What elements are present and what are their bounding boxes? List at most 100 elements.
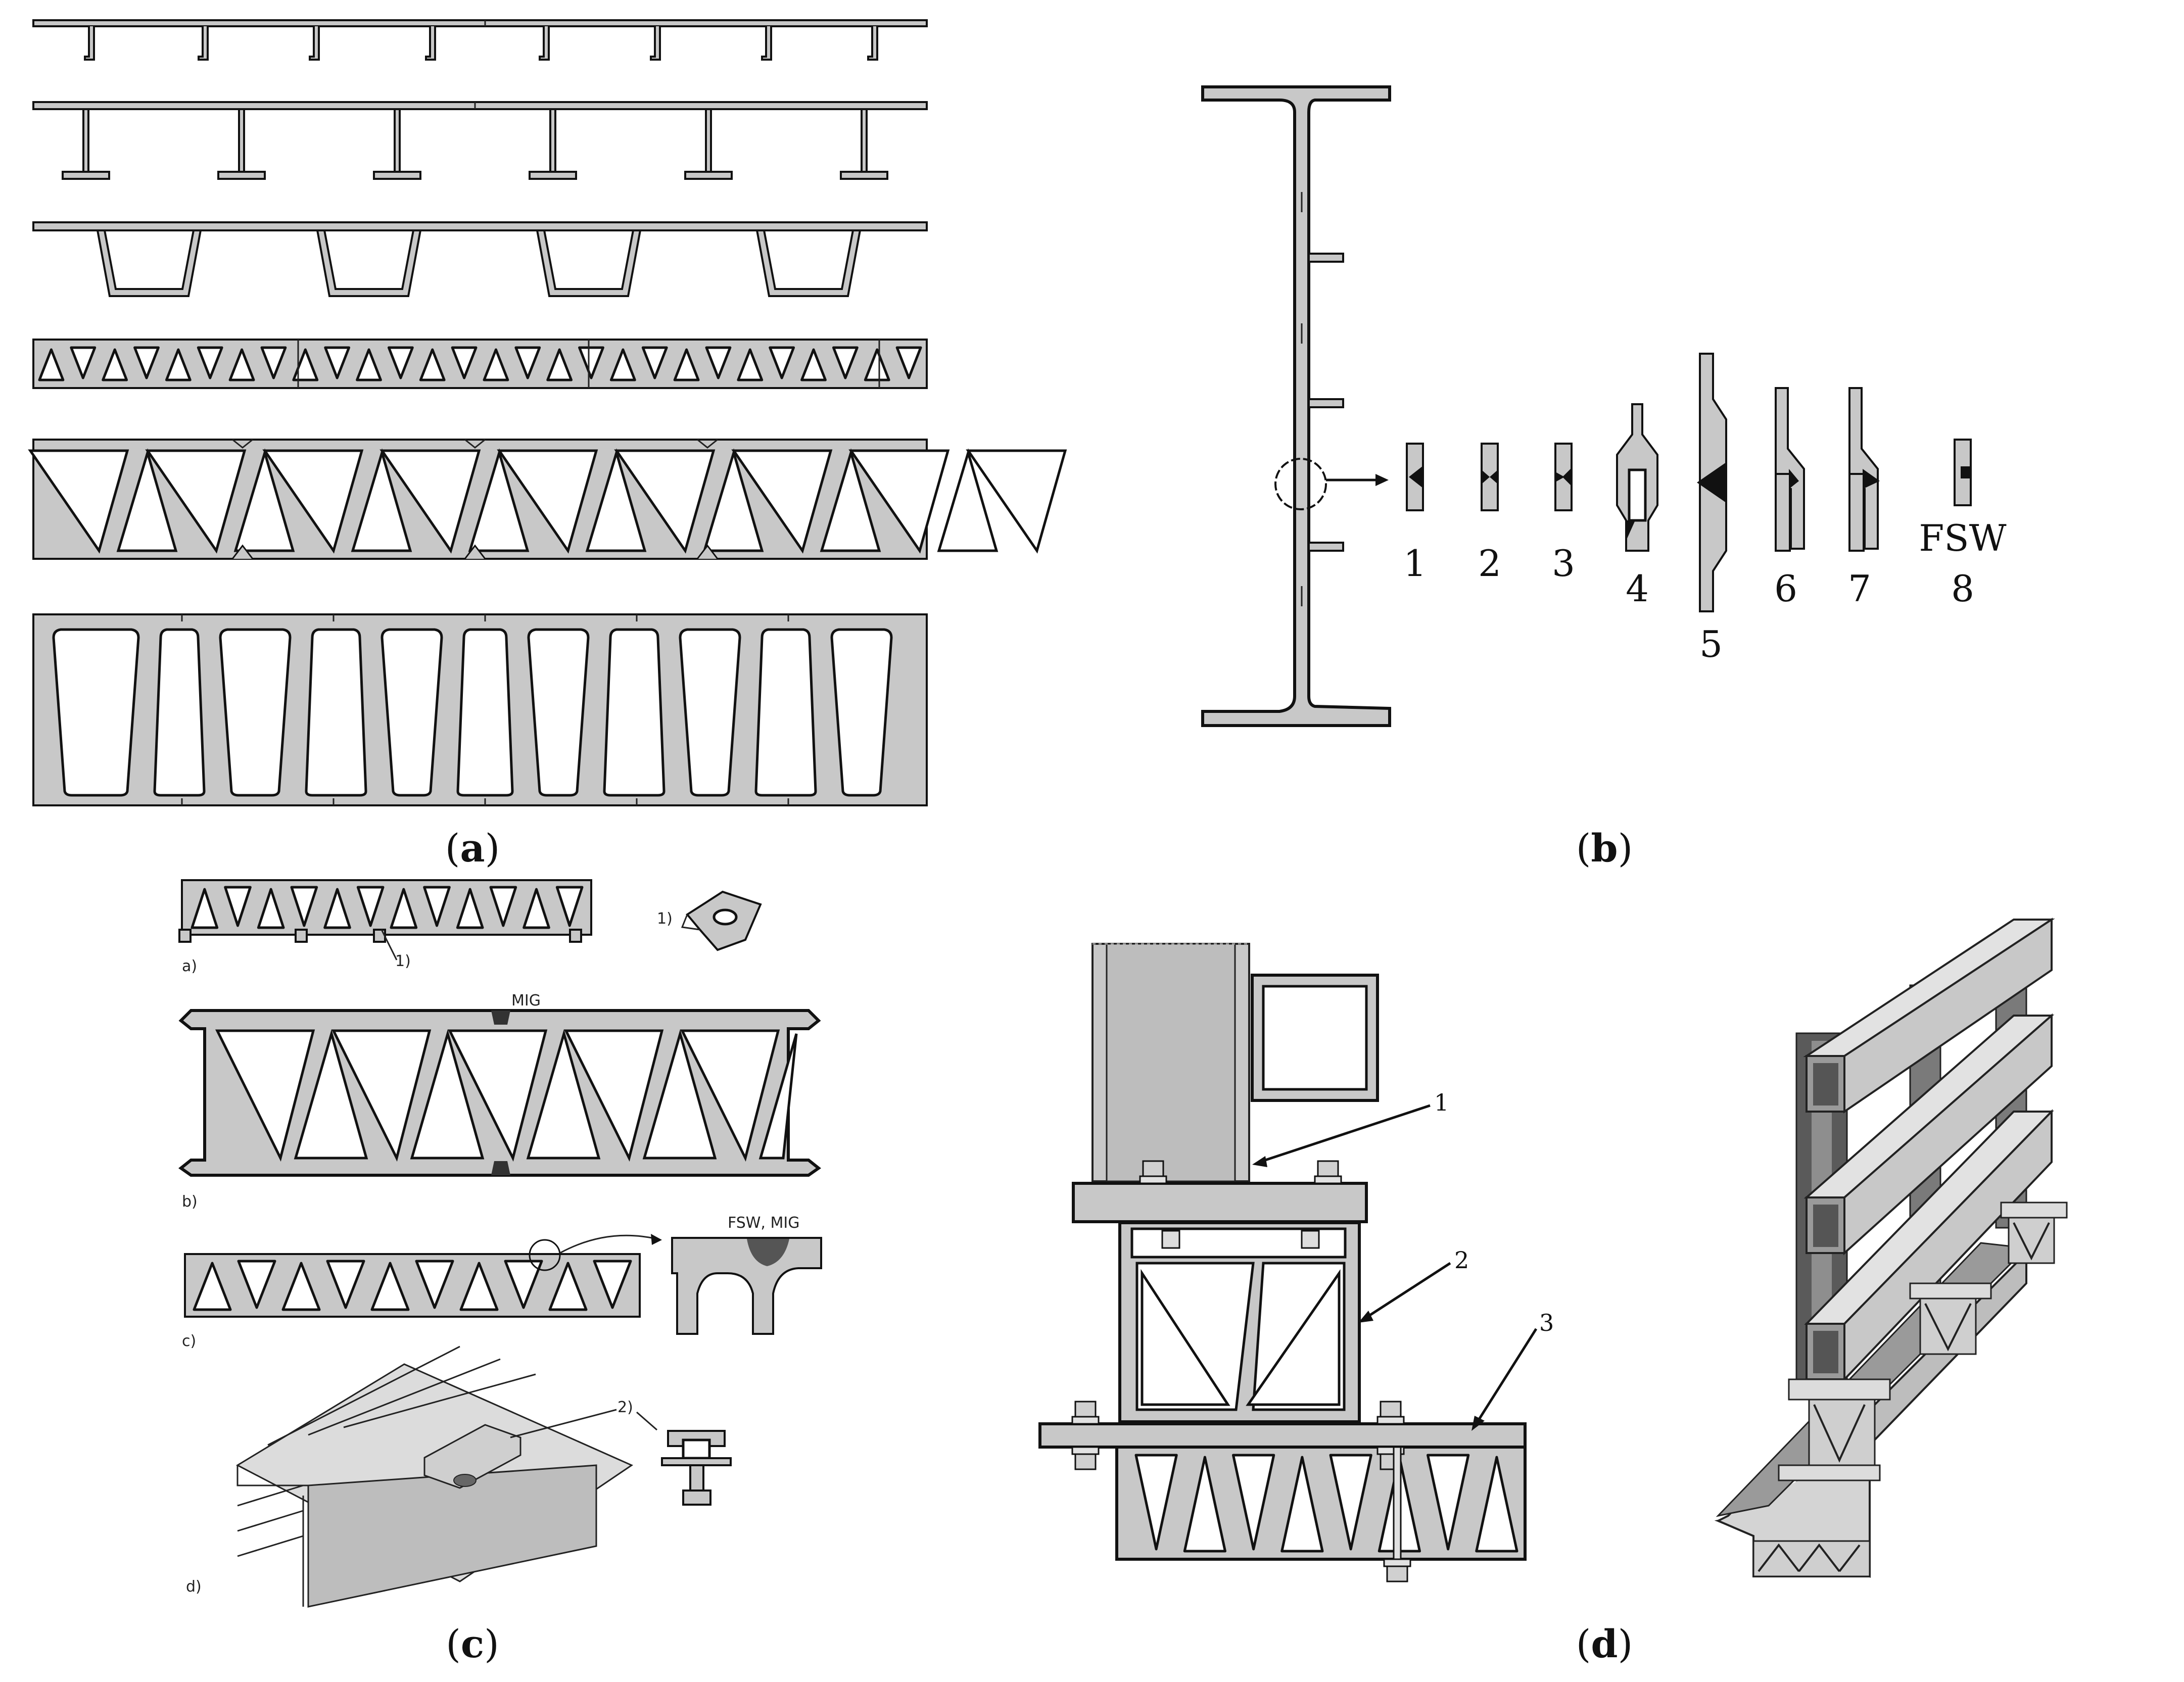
truss-cell <box>641 346 668 379</box>
weld-bead <box>1626 520 1635 541</box>
truss-cell <box>468 448 530 552</box>
callout-1: 1) <box>395 952 411 970</box>
weld-label-2: 2 <box>1478 542 1501 585</box>
truss-cell <box>705 346 732 379</box>
truss-cell <box>323 888 351 929</box>
truss-cell <box>326 1260 365 1309</box>
truss-cell <box>758 1033 798 1160</box>
truss-cell <box>523 888 550 929</box>
truss-cell <box>379 449 481 554</box>
truss-cell <box>233 448 295 552</box>
truss-cell <box>262 449 364 554</box>
weld-label-6: 6 <box>1774 567 1797 610</box>
truss-cell <box>864 348 890 381</box>
truss-cell <box>459 1262 499 1311</box>
trapezoid-stiffener <box>316 229 422 297</box>
weld-bead <box>1863 469 1880 489</box>
weld-label-3: 3 <box>1552 542 1575 585</box>
caption-c: (c) <box>446 1621 499 1666</box>
truss-cell <box>324 346 351 379</box>
truss-cell <box>609 348 636 381</box>
profile-small-truss-deck <box>32 339 928 389</box>
sub-d-label: d) <box>186 1578 202 1596</box>
truss-cell <box>281 1262 321 1311</box>
detail-circle <box>1274 458 1327 510</box>
caption-b: (b) <box>1576 826 1633 871</box>
lap-plate <box>1848 473 1865 552</box>
bolt-washer <box>1071 1416 1100 1425</box>
socket-hole <box>1628 468 1647 522</box>
joint-bump <box>464 544 486 559</box>
truss-cell <box>769 346 795 379</box>
truss-cell <box>387 346 414 379</box>
truss-cell <box>555 886 584 927</box>
fsw-mig-label: FSW, MIG <box>728 1214 800 1232</box>
joint-bump <box>696 544 719 559</box>
truss-cell <box>731 449 833 554</box>
rail-top <box>1803 918 2055 1114</box>
isometric-railing-assembly <box>1714 918 2068 1578</box>
weld-label-8: 8 <box>1951 567 1974 610</box>
truss-cell <box>642 1029 717 1160</box>
trapezoid-stiffener <box>755 229 862 297</box>
tee-web <box>549 108 556 173</box>
truss-cell <box>1280 1456 1324 1553</box>
truss-cell <box>294 1029 368 1160</box>
bolt-head <box>1074 1401 1097 1418</box>
sub-a-truss-with-clamp: 1) a) 1) <box>178 879 762 975</box>
truss-cell <box>514 346 541 379</box>
weld-label-1: 1 <box>1403 542 1427 585</box>
lap-plate <box>1775 473 1791 552</box>
truss-cell <box>133 346 160 379</box>
tee-flange <box>840 171 888 180</box>
tee-flange <box>217 171 266 180</box>
clamp-detail-icon <box>681 890 762 951</box>
truss-cell <box>548 1262 588 1311</box>
cell-hole <box>381 628 443 797</box>
truss-cell <box>456 888 484 929</box>
truss-cell <box>224 886 252 927</box>
bolt-washer <box>1376 1416 1405 1425</box>
i-section-profile <box>1201 85 1391 727</box>
truss-cell <box>895 346 922 379</box>
profile-trapezoid-stiffened-plate <box>32 221 928 297</box>
truss-cell <box>680 1029 780 1162</box>
bolt-washer <box>1139 1175 1167 1184</box>
tee-web <box>394 108 401 173</box>
truss-cell <box>1183 1456 1226 1553</box>
truss-cell <box>370 1262 410 1311</box>
truss-cell <box>290 886 318 927</box>
profile-plate-with-stubs <box>32 19 928 61</box>
truss-cell <box>937 448 999 552</box>
sub-c-label: c) <box>182 1332 196 1350</box>
stub <box>761 26 772 61</box>
panel-c-joining-methods: 1) a) 1) MIG b) c) <box>178 879 822 1666</box>
weld-label-7: 7 <box>1848 567 1871 610</box>
connector-cell <box>1141 1269 1230 1406</box>
truss-cell <box>292 348 319 381</box>
connector-nut <box>1301 1230 1320 1249</box>
joint-bump <box>231 544 254 559</box>
cell-hole <box>456 628 514 797</box>
profile-multicell-deck <box>32 613 928 806</box>
truss-cell <box>70 346 97 379</box>
callout-1-detail: 1) <box>657 910 673 928</box>
connector-nut <box>1161 1230 1180 1249</box>
connector-cell <box>1246 1269 1341 1406</box>
bolt-washer <box>1314 1175 1342 1184</box>
truss-cell <box>1475 1456 1518 1553</box>
callout-d-1: 1 <box>1434 1089 1449 1116</box>
truss-cell <box>415 1260 454 1309</box>
caption-d: (d) <box>1576 1621 1633 1666</box>
truss-cell <box>356 348 382 381</box>
truss-cell <box>832 346 859 379</box>
weld-bead <box>1562 468 1572 486</box>
tee-web <box>238 108 245 173</box>
truss-cell <box>1134 1454 1178 1551</box>
stub <box>425 26 436 61</box>
cell-hole <box>153 628 206 797</box>
stub <box>539 26 550 61</box>
truss-cell <box>483 348 509 381</box>
fsw-label: FSW <box>1919 517 2006 559</box>
